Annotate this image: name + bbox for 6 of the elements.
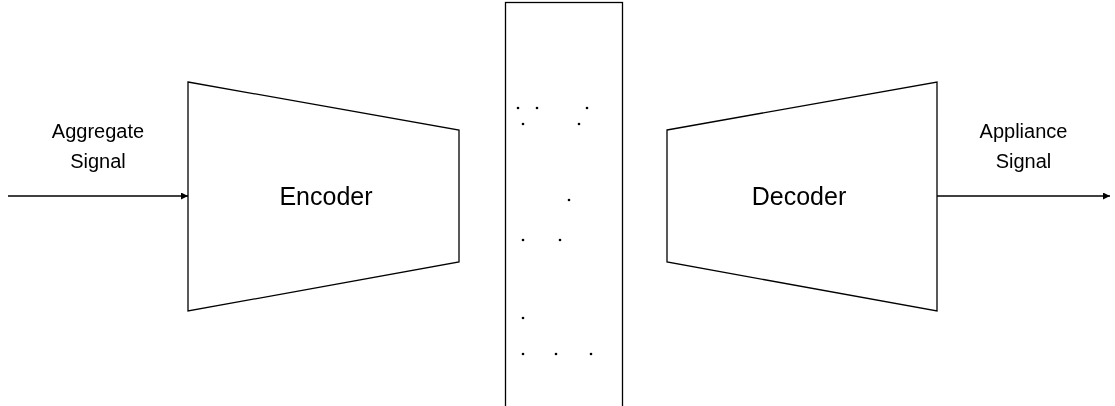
decoder-trapezoid (667, 82, 937, 311)
arrow (7, 192, 189, 200)
encoder-trapezoid (188, 82, 459, 311)
node-label: Decoder (751, 181, 847, 211)
node-label: Encoder (279, 181, 373, 211)
latent-box (505, 2, 623, 406)
